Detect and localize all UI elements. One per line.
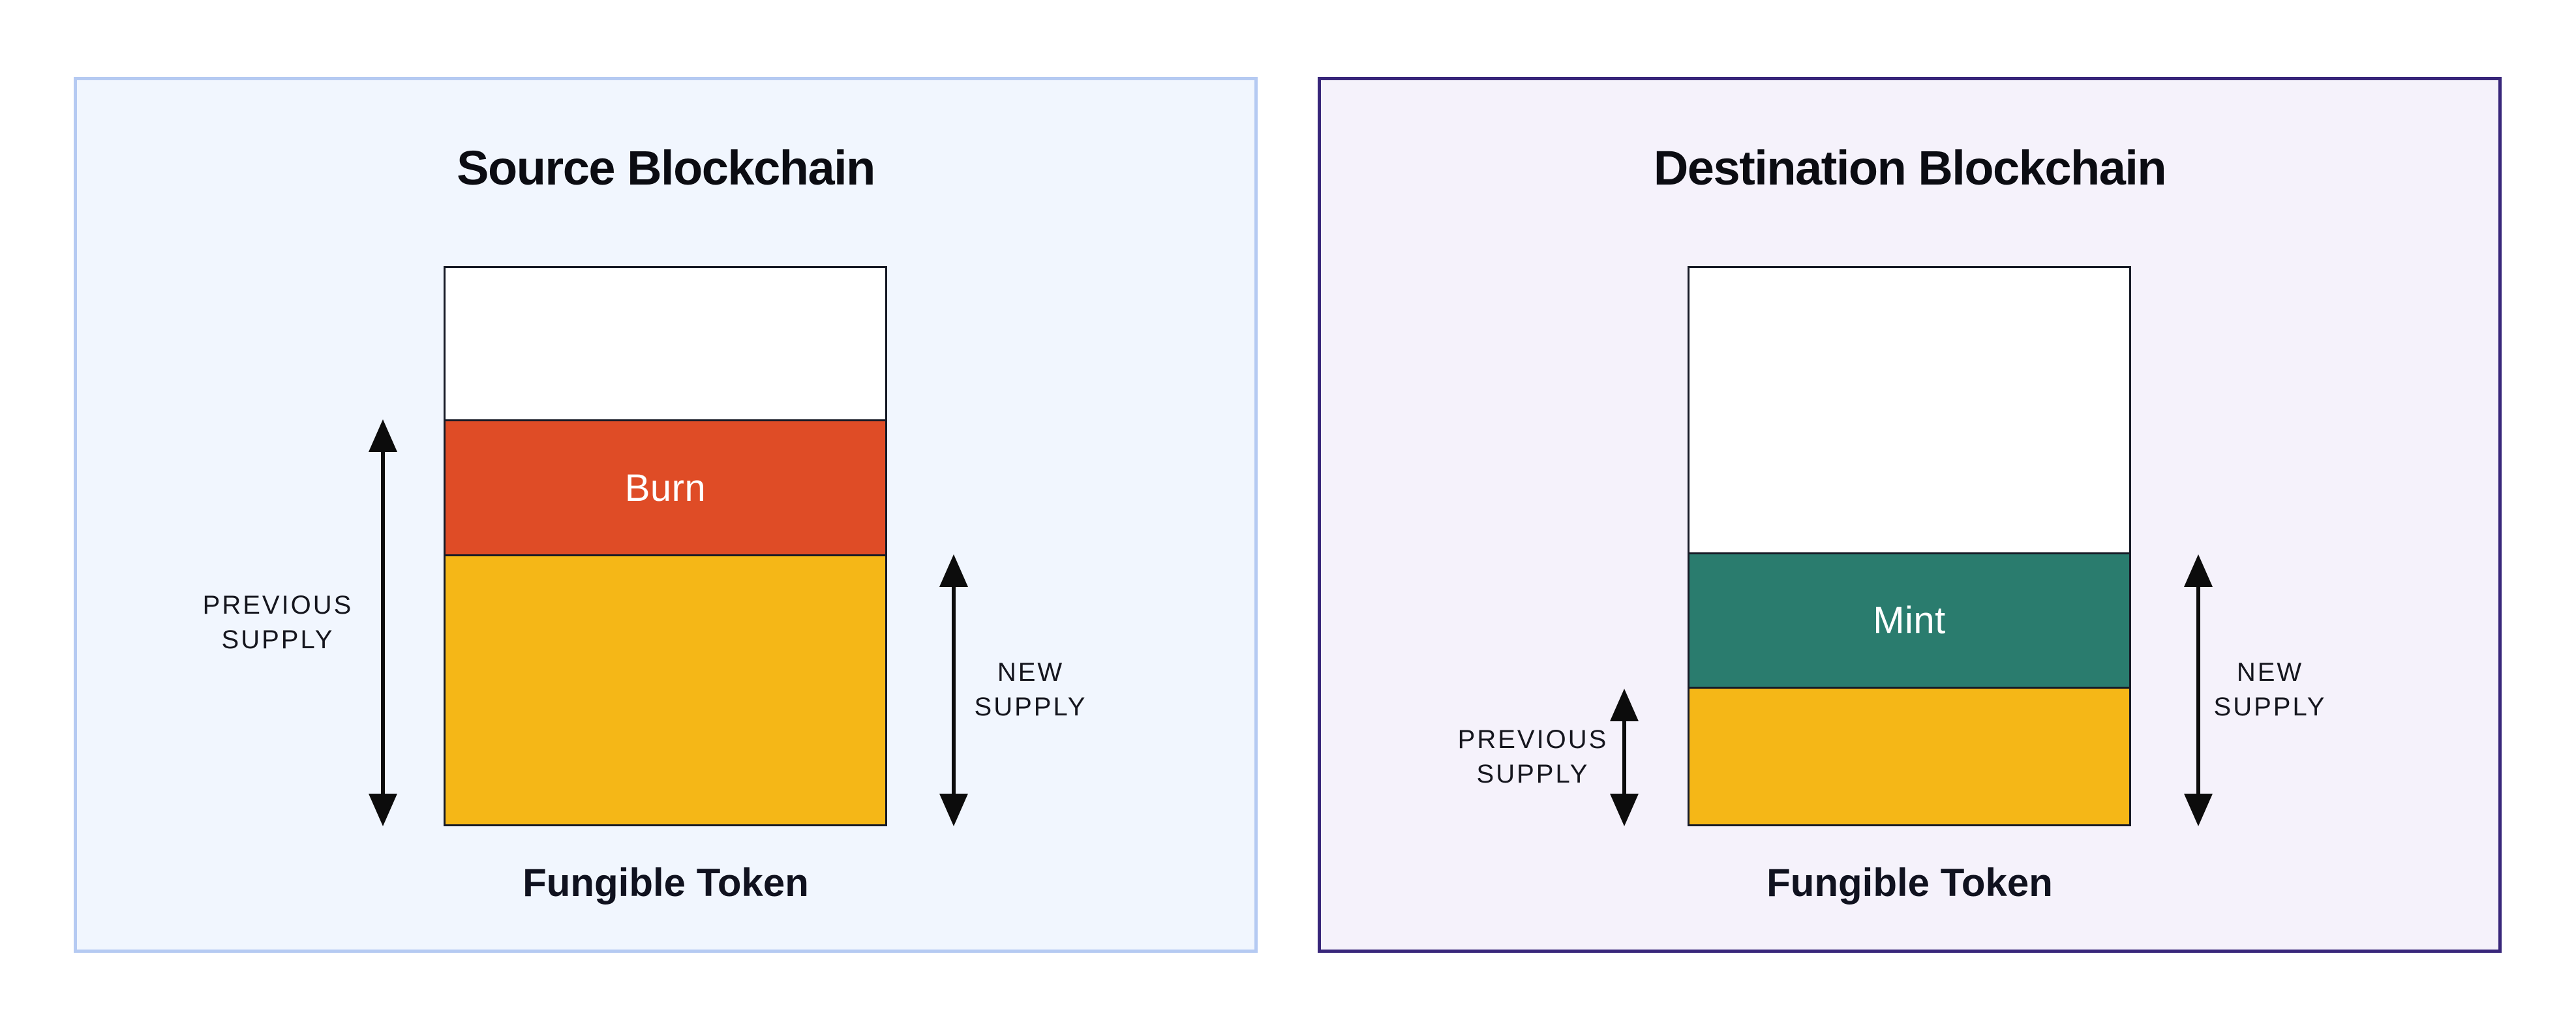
source-blockchain-panel: Source Blockchain Burn PREVIOUS SUPPLY <box>74 77 1258 953</box>
label-line: SUPPLY <box>2213 693 2327 721</box>
segment-headroom <box>446 268 885 420</box>
previous-supply-arrow <box>369 419 397 826</box>
segment-previous-supply <box>1690 687 2129 824</box>
arrow-shaft <box>381 426 385 820</box>
token-supply-bar: Mint <box>1688 266 2131 826</box>
arrowhead-down-icon <box>369 794 397 826</box>
label-line: SUPPLY <box>974 693 1087 721</box>
arrow-shaft <box>1622 695 1626 820</box>
mint-label: Mint <box>1873 599 1946 642</box>
previous-supply-label: PREVIOUS SUPPLY <box>1458 723 1609 792</box>
arrowhead-down-icon <box>2184 794 2213 826</box>
new-supply-arrow <box>2184 554 2213 826</box>
panel-title: Source Blockchain <box>457 141 875 195</box>
segment-mint: Mint <box>1690 552 2129 687</box>
segment-headroom <box>1690 268 2129 553</box>
token-type-label: Fungible Token <box>1766 861 2053 905</box>
segment-burn: Burn <box>446 419 885 555</box>
arrow-shaft <box>2196 561 2200 820</box>
token-type-label: Fungible Token <box>523 861 809 905</box>
previous-supply-arrow <box>1610 689 1639 826</box>
label-line: SUPPLY <box>1476 760 1590 788</box>
arrow-shaft <box>952 561 956 820</box>
label-line: PREVIOUS <box>1457 725 1609 754</box>
panel-title: Destination Blockchain <box>1653 141 2167 195</box>
new-supply-arrow <box>939 554 968 826</box>
previous-supply-label: PREVIOUS SUPPLY <box>203 588 354 657</box>
arrowhead-down-icon <box>1610 794 1639 826</box>
label-line: NEW <box>997 657 1065 687</box>
new-supply-label: NEW SUPPLY <box>2214 655 2327 725</box>
label-line: PREVIOUS <box>202 590 354 620</box>
arrowhead-down-icon <box>939 794 968 826</box>
token-supply-bar: Burn <box>444 266 887 826</box>
label-line: SUPPLY <box>221 625 335 654</box>
segment-remaining-supply <box>446 554 885 824</box>
destination-blockchain-panel: Destination Blockchain Mint PREVIOUS SUP… <box>1318 77 2502 953</box>
new-supply-label: NEW SUPPLY <box>975 655 1087 725</box>
burn-label: Burn <box>624 466 706 509</box>
label-line: NEW <box>2236 657 2304 687</box>
